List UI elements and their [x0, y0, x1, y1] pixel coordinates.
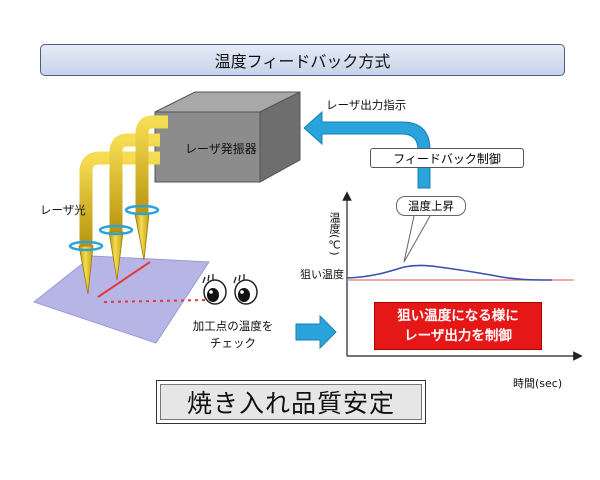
beam-ring-1 [68, 240, 104, 252]
beam-cone-2 [108, 231, 124, 281]
workpiece-plate [32, 255, 210, 344]
beam-ring-2 [98, 224, 134, 236]
result-banner: 焼き入れ品質安定 [156, 380, 426, 424]
laser-output-command-label: レーザ出力指示 [326, 98, 407, 112]
beam-cone-1 [78, 245, 94, 295]
control-line1: 狙い温度になる様に [397, 308, 519, 324]
diagram-title: 温度フィードバック方式 [40, 44, 565, 76]
temperature-rise-callout: 温度上昇 [396, 196, 466, 216]
x-axis-label: 時間(sec) [513, 377, 563, 390]
laser-control-box: 狙い温度になる様に レーザ出力を制御 [374, 302, 542, 350]
y-axis-label: 温度(℃) [328, 212, 341, 256]
beam-cone-3 [134, 213, 150, 261]
beam-ring-3 [124, 204, 160, 216]
check-label-line1: 加工点の温度を [192, 319, 274, 333]
feedback-control-box: フィードバック制御 [370, 148, 524, 168]
check-arrow-icon [295, 314, 337, 350]
check-label-line2: チェック [210, 336, 256, 350]
beam-pipe-3 [135, 115, 168, 214]
feedback-arrow-icon [303, 110, 431, 189]
beam-pipe-2 [109, 133, 160, 232]
target-temperature-label: 狙い温度 [300, 268, 344, 281]
callout-tail [403, 215, 431, 263]
temperature-curve [346, 264, 553, 281]
control-line2: レーザ出力を制御 [404, 328, 512, 344]
laser-light-label: レーザ光 [40, 203, 86, 217]
laser-oscillator [154, 111, 261, 183]
beam-pipe-1 [79, 151, 160, 246]
sight-dotted-line [103, 299, 207, 303]
processing-line [97, 261, 151, 298]
laser-oscillator-label: レーザ発振器 [185, 142, 257, 156]
eyes-icon [202, 274, 258, 305]
check-temperature-label: 加工点の温度を チェック [180, 318, 286, 352]
